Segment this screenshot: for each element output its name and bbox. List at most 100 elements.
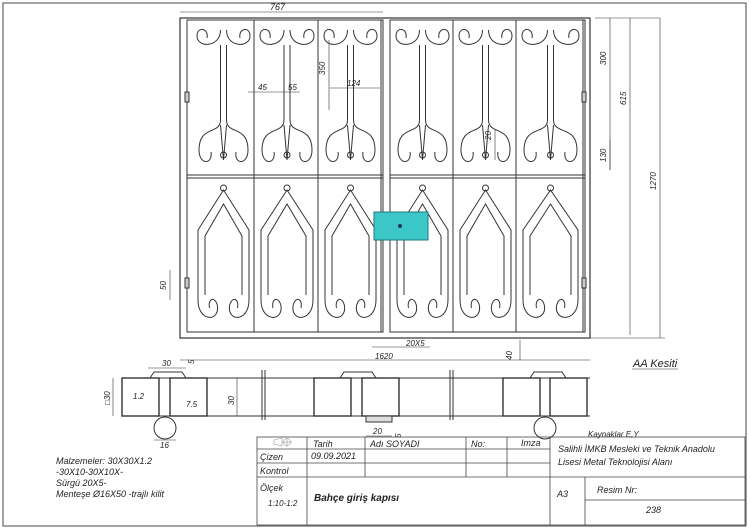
dim-615: 615 [619,91,628,105]
dim-square-30: □30 [103,391,112,405]
ornament [347,184,354,192]
label-adi-soyadi: Adı SOYADI [370,439,420,449]
ornament [395,29,420,45]
material-line: -30X10-30X10X- [56,467,124,477]
dim-20: 20 [484,131,493,141]
paper-size: A3 [557,489,569,499]
section-aa [112,367,678,441]
projection-symbol-icon [273,437,292,447]
materials-list: Malzemeler: 30X30X1.2 -30X10-30X10X- Sür… [56,456,164,500]
ornament [197,189,250,300]
ornament [482,151,489,159]
ornament [267,203,307,295]
ornament [547,151,554,159]
hinge [184,91,190,103]
ornament [325,45,348,162]
dim-55: 55 [288,83,297,92]
dim-45: 45 [258,83,267,92]
ornament [547,184,554,192]
dim-30-mid: 30 [227,396,236,405]
dim-767: 767 [270,2,286,12]
ornament [331,203,370,295]
dim-1620: 1620 [375,352,393,361]
welds-note: Kaynaklar E,Y [588,430,639,439]
ornament [425,29,450,45]
ornament [396,189,449,300]
dim-7-5: 7.5 [186,400,198,409]
ornament [553,45,578,162]
dim-130: 130 [599,148,608,162]
ornament [459,189,512,300]
dim-5-slider: 5 [394,433,403,438]
dim-20x5: 20X5 [405,339,425,348]
ornament [197,299,219,318]
ornament [425,45,448,162]
dim-124: 124 [347,79,361,88]
ornament [419,124,426,161]
hinge [581,277,587,289]
scale-value: 1:10-1:2 [268,499,298,508]
ornament [521,29,548,45]
ornament [488,45,511,162]
right-leaf [389,19,586,333]
keyhole-icon [398,224,402,228]
ornament [226,29,251,45]
ornament [427,299,449,318]
dim-5-top: 5 [187,359,196,364]
label-olcek: Ölçek [260,483,284,493]
dim-1-2: 1.2 [133,392,145,401]
ornament [397,45,420,162]
drawing-title: Bahçe giriş kapısı [314,493,400,504]
hinge [581,91,587,103]
ornament [522,189,579,300]
ornament [324,299,346,318]
hinge [184,277,190,289]
ornament [323,29,348,45]
dim-20-slider: 20 [372,427,382,436]
ornament [260,189,314,300]
ornament [355,299,377,318]
ornament [196,29,221,45]
label-resim-nr: Resim Nr: [597,485,637,495]
ornament [458,29,483,45]
ornament [204,203,243,295]
school-name-line2: Lisesi Metal Teknolojisi Alanı [558,457,673,467]
ornament [261,45,285,162]
ornament [289,45,313,162]
material-line: Menteşe Ø16X50 -trajlı kilit [56,489,165,499]
ornament [490,299,512,318]
ornament [553,29,580,45]
ornament [283,184,291,192]
dim-350: 350 [318,61,327,75]
ornament [220,151,227,159]
dim-300: 300 [599,51,608,65]
label-kontrol: Kontrol [260,466,289,476]
left-leaf [186,19,384,333]
dim-16: 16 [160,441,169,450]
school-name-line1: Salihli İMKB Mesleki ve Teknik Anadolu [558,444,715,454]
dim-30-top: 30 [162,359,171,368]
dim-50: 50 [159,281,168,290]
label-cizen: Çizen [260,452,284,462]
ornament [482,124,489,161]
dim-40: 40 [505,351,514,360]
ornament [220,184,227,192]
ornament [396,299,418,318]
gate-elevation [179,17,591,339]
ornament [353,45,376,162]
label-tarih: Tarih [313,439,333,449]
ornament [555,299,579,318]
ornament [289,29,315,45]
label-no: No: [471,439,486,449]
hinge-pin [533,416,557,440]
title-block-grid [256,436,746,526]
label-imza: Imza [521,438,541,448]
ornament [419,151,426,159]
ornament [283,151,291,159]
ornament [220,124,227,161]
material-line: Sürgü 20X5- [56,478,107,488]
ornament [347,124,354,161]
ornament [260,299,282,318]
